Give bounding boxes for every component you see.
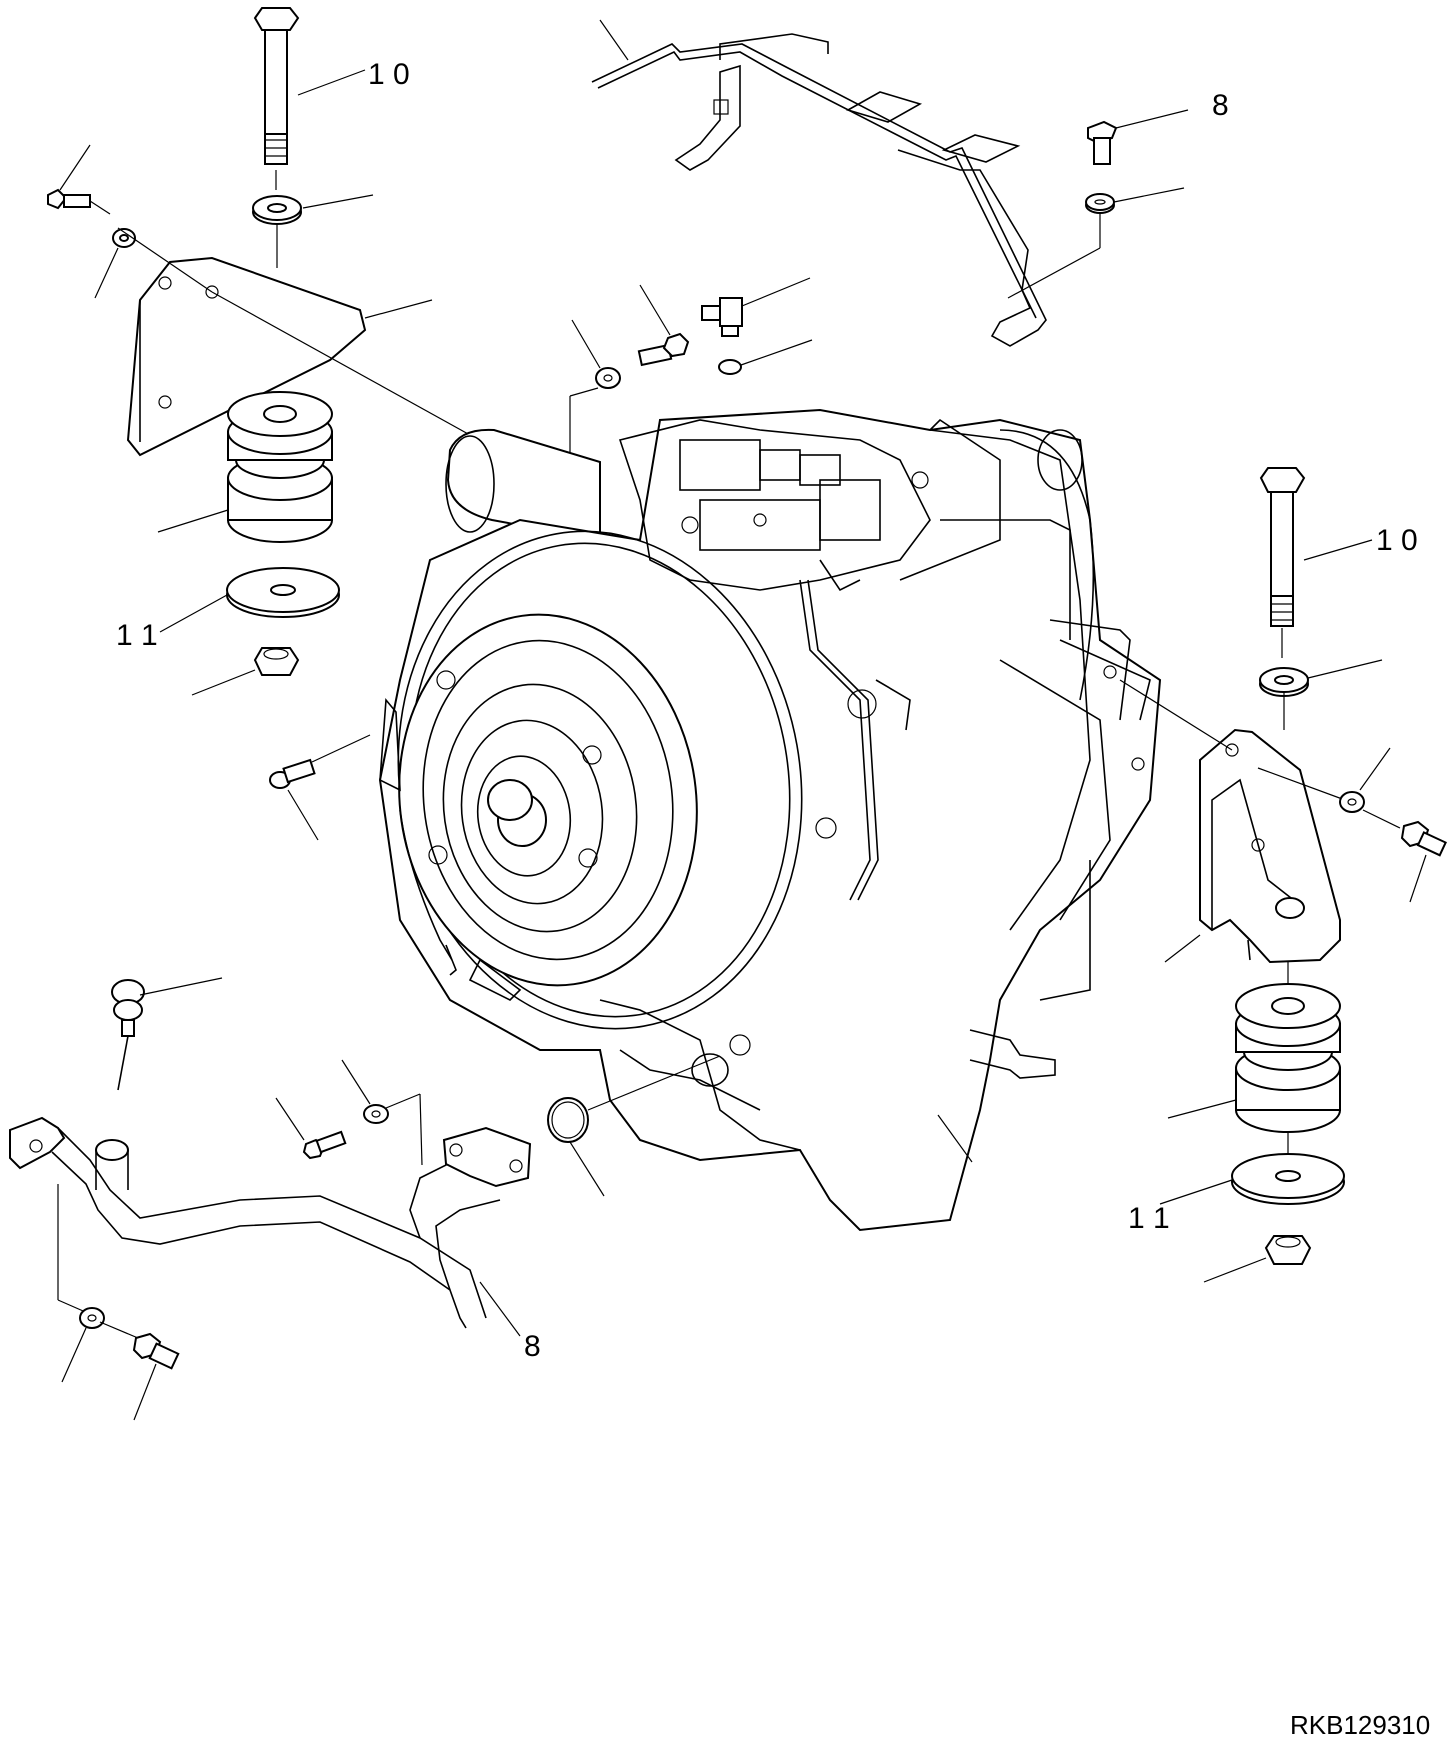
small-bolt-bottom-left	[132, 1332, 180, 1370]
elbow-fitting	[701, 297, 743, 337]
drawing-code: RKB129310	[1290, 1710, 1430, 1740]
small-washer-far-left	[112, 228, 136, 248]
small-washer-bottom-left	[79, 1307, 105, 1329]
oil-pipe	[9, 1116, 532, 1329]
small-washer-right-mid	[1339, 791, 1365, 813]
small-bolt-right-top	[1087, 120, 1118, 165]
breather-cap	[111, 979, 145, 1091]
callout-3: 1 0	[1376, 524, 1418, 557]
small-washer-center	[595, 367, 621, 389]
callout-2: 8	[1212, 89, 1229, 122]
large-washer-right	[1231, 1153, 1345, 1205]
nut-right	[1264, 1235, 1312, 1265]
mounting-bracket-right	[1199, 728, 1341, 964]
o-ring-small	[718, 359, 742, 375]
transmission-assembly	[378, 408, 1162, 1232]
nut-left	[253, 647, 300, 676]
small-washer-right-top	[1085, 193, 1115, 214]
small-bolt-pipe-flange	[302, 1130, 347, 1160]
small-washer-pipe-flange	[363, 1104, 389, 1124]
callout-6: 8	[524, 1330, 541, 1363]
cap-screw-left	[269, 758, 316, 789]
callout-5: 1 1	[1128, 1202, 1170, 1235]
large-washer-left	[226, 567, 340, 618]
long-bolt-right	[1259, 467, 1306, 627]
washer-left-top	[252, 195, 302, 225]
small-bolt-far-left	[47, 188, 111, 215]
long-bolt-left	[253, 7, 300, 165]
harness-bracket-top	[591, 33, 1047, 347]
small-bolt-right-mid	[1400, 820, 1447, 857]
callout-4: 1 1	[116, 619, 158, 652]
callout-1: 1 0	[368, 58, 410, 91]
washer-right-top	[1259, 667, 1309, 697]
mounting-bracket-left	[126, 256, 367, 457]
small-bolt-center	[637, 332, 690, 367]
rubber-mount-left	[227, 391, 333, 543]
o-ring-large	[547, 1097, 589, 1143]
rubber-mount-right	[1235, 983, 1341, 1133]
